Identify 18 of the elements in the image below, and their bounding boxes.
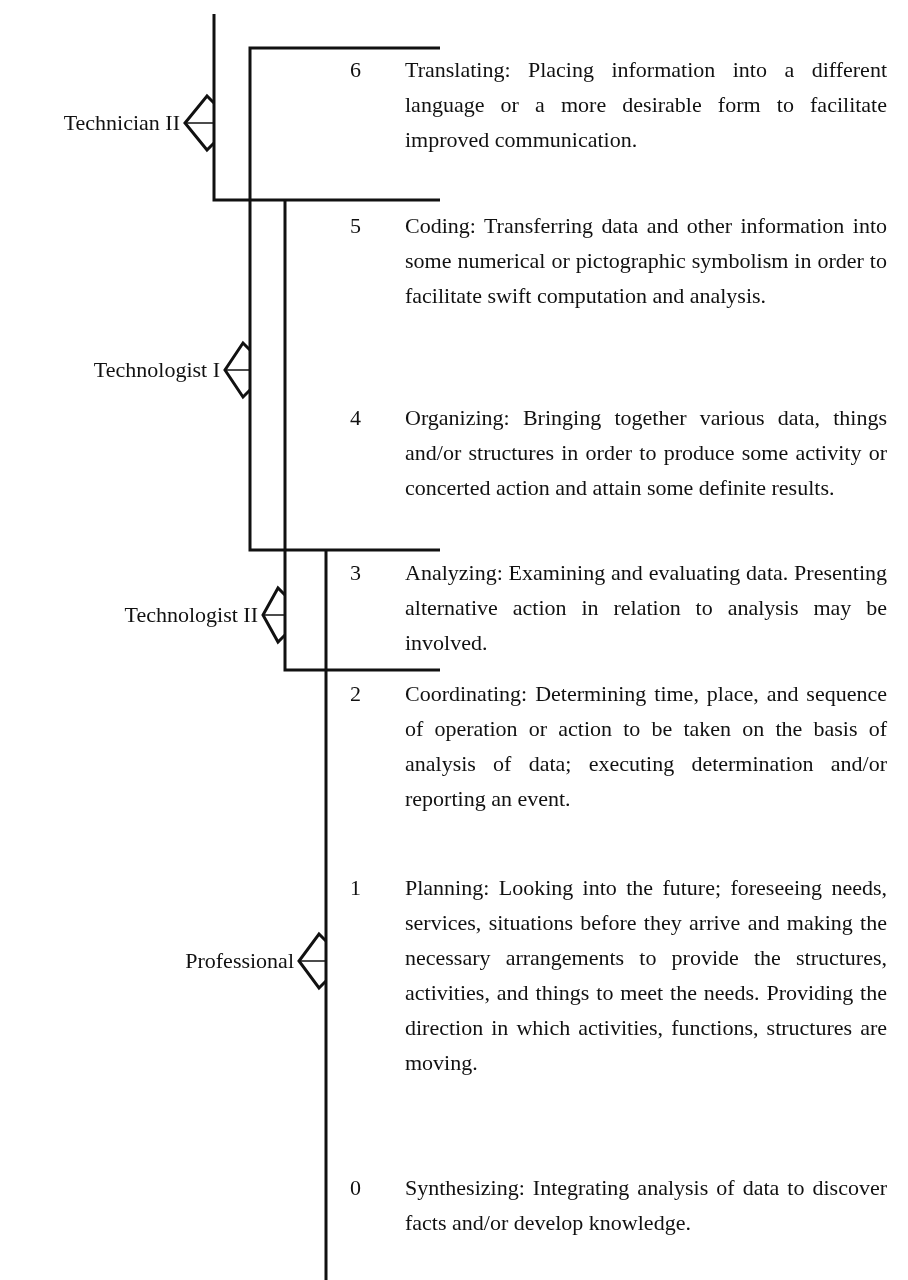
level-number: 1 [350, 874, 362, 902]
level-label: Professional [185, 947, 294, 975]
level-label: Technologist II [124, 601, 258, 629]
level-description: Analyzing: Examining and evaluating data. Presenting alternative action in relation to analysis may be involved. [405, 559, 887, 657]
level-description: Organizing: Bringing together various data, things and/or structures in order to produce some activity or concerted action and attain some definite results. [405, 404, 887, 502]
level-number: 4 [350, 404, 362, 432]
level-description: Planning: Looking into the future; foreseeing needs, services, situations before they arrive and making the necessary arrangements to provide the structures, activities, and things to meet the needs. Providing the direction in which activities, functions, structures are moving. [405, 874, 887, 1077]
level-description: Coding: Transferring data and other information into some numerical or pictographic symbolism in order to facilitate swift computation and analysis. [405, 212, 887, 310]
level-number: 2 [350, 680, 362, 708]
level-description: Coordinating: Determining time, place, and sequence of operation or action to be taken on the basis of analysis of data; executing determination and/or reporting an event. [405, 680, 887, 813]
level-number: 5 [350, 212, 362, 240]
level-number: 3 [350, 559, 362, 587]
level-label: Technician II [63, 109, 180, 137]
level-description: Synthesizing: Integrating analysis of data to discover facts and/or develop knowledge. [405, 1174, 887, 1237]
level-number: 6 [350, 56, 362, 84]
level-number: 0 [350, 1174, 362, 1202]
level-description: Translating: Placing information into a different language or a more desirable form to facilitate improved communication. [405, 56, 887, 154]
level-label: Technologist I [93, 356, 220, 384]
